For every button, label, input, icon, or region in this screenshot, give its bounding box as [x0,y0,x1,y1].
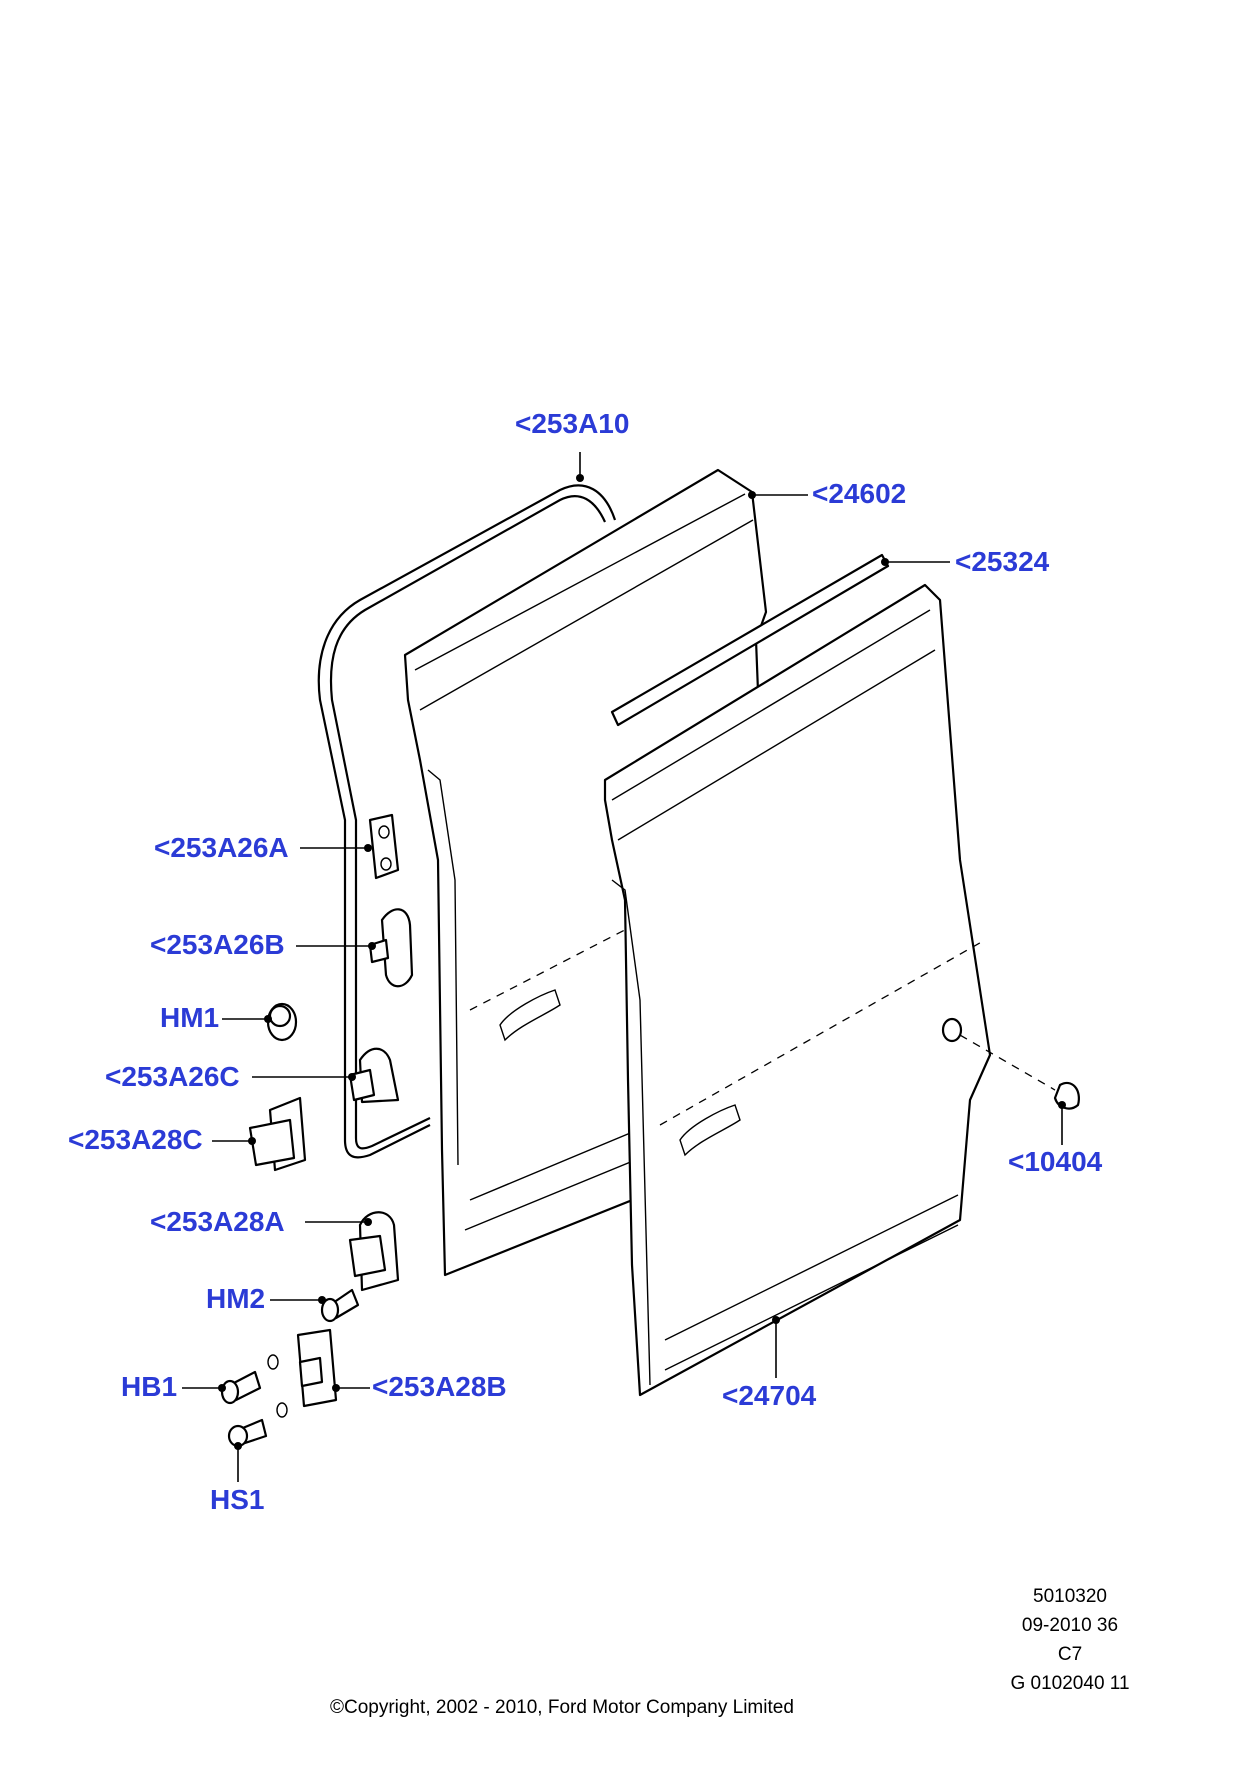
callout-253A28C[interactable]: <253A28C [68,1124,203,1155]
callout-253A10[interactable]: <253A10 [515,408,630,439]
callout-253A28A[interactable]: <253A28A [150,1206,285,1237]
callout-hs1[interactable]: HS1 [210,1484,265,1515]
striker-253A28A [348,1211,400,1292]
callout-hb1[interactable]: HB1 [121,1371,178,1402]
callout-253A28B[interactable]: <253A28B [372,1371,507,1402]
leader-lines [182,452,1066,1482]
hinge-bracket-b [368,908,414,988]
callout-253A26B[interactable]: <253A26B [150,929,285,960]
ref-number: 5010320 [1033,1586,1107,1607]
hinge-bracket-a [368,813,400,880]
callout-24602[interactable]: <24602 [812,478,907,509]
ref-date: 09-2010 36 [1021,1615,1119,1636]
door-panel-front [603,583,992,1397]
striker-253A28C [248,1096,307,1172]
latch-plate-253A28B [267,1328,338,1418]
callout-253A26A[interactable]: <253A26A [154,832,289,863]
roller-rod [610,553,890,727]
bumper-hm1 [266,1002,298,1042]
screw-hm2 [320,1288,360,1323]
ref-code: C7 [1057,1644,1083,1665]
callout-25324[interactable]: <25324 [955,546,1050,577]
screw-hb1 [220,1370,262,1405]
callout-10404[interactable]: <10404 [1008,1146,1103,1177]
callout-24704[interactable]: <24704 [722,1380,817,1411]
callout-hm2[interactable]: HM2 [206,1283,266,1314]
callout-hm1[interactable]: HM1 [160,1002,220,1033]
hinge-bracket-c [348,1047,400,1104]
ref-group: G 0102040 11 [1010,1673,1130,1694]
copyright-notice: ©Copyright, 2002 - 2010, Ford Motor Comp… [330,1697,794,1718]
weatherstrip-seal [317,484,617,1159]
callout-253A26C[interactable]: <253A26C [105,1061,240,1092]
screw-hs1 [227,1418,268,1448]
